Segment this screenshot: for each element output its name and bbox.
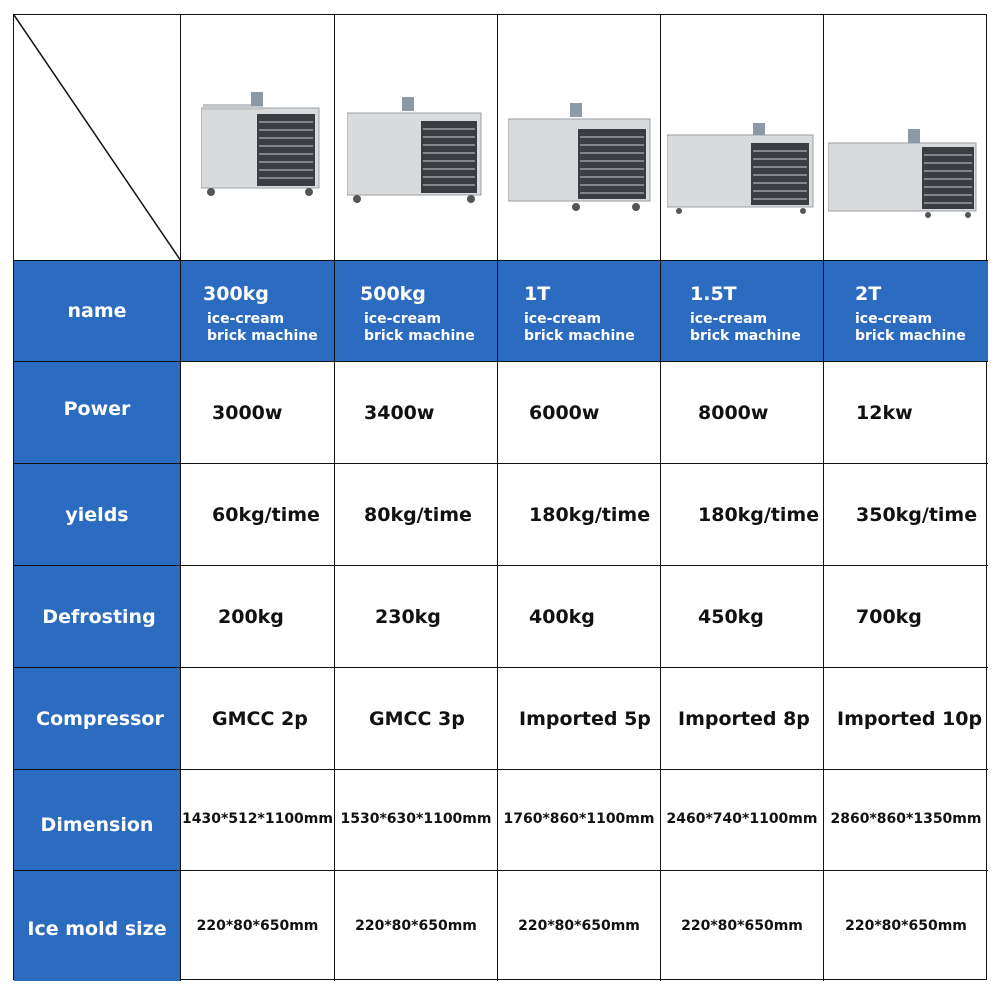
ice-brick-machine-photo <box>667 123 814 214</box>
diagonal-line <box>14 15 181 261</box>
defrosting-value: 700kg <box>824 566 988 668</box>
compressor-value: GMCC 2p <box>181 668 335 770</box>
capacity-label: 300kg <box>203 283 269 305</box>
machine-image-cell-3 <box>498 15 661 261</box>
capacity-label: 500kg <box>360 283 426 305</box>
name-cell-4: 1.5T ice-cream brick machine <box>661 261 824 362</box>
defrosting-value: 400kg <box>498 566 661 668</box>
name-cell-1: 300kg ice-cream brick machine <box>181 261 335 362</box>
yields-value: 350kg/time <box>824 464 988 566</box>
row-label-compressor: Compressor <box>14 668 181 770</box>
type-line-2: brick machine <box>855 328 966 344</box>
corner-cell <box>14 15 181 261</box>
compressor-value: Imported 8p <box>661 668 824 770</box>
power-value: 12kw <box>824 362 988 464</box>
type-line-1: ice-cream <box>855 311 933 327</box>
yields-value: 180kg/time <box>661 464 824 566</box>
ice-brick-machine-photo <box>828 129 977 218</box>
spec-table: name 300kg ice-cream brick machine 500kg… <box>13 14 988 981</box>
ice-brick-machine-photo <box>201 92 320 196</box>
dimension-value: 1530*630*1100mm <box>335 770 498 871</box>
machine-image-cell-4 <box>661 15 824 261</box>
capacity-label: 2T <box>855 283 882 305</box>
capacity-label: 1T <box>524 283 551 305</box>
type-line-2: brick machine <box>690 328 801 344</box>
row-label-defrosting: Defrosting <box>14 566 181 668</box>
ice-mold-value: 220*80*650mm <box>181 871 335 981</box>
type-line-1: ice-cream <box>524 311 602 327</box>
yields-value: 60kg/time <box>181 464 335 566</box>
dimension-value: 2460*740*1100mm <box>661 770 824 871</box>
type-line-2: brick machine <box>207 328 318 344</box>
machine-image-cell-5 <box>824 15 988 261</box>
name-cell-5: 2T ice-cream brick machine <box>824 261 988 362</box>
ice-mold-value: 220*80*650mm <box>335 871 498 981</box>
row-label-yields: yields <box>14 464 181 566</box>
power-value: 3400w <box>335 362 498 464</box>
ice-brick-machine-photo <box>508 103 651 211</box>
defrosting-value: 230kg <box>335 566 498 668</box>
capacity-label: 1.5T <box>690 283 737 305</box>
compressor-value: Imported 10p <box>824 668 988 770</box>
power-value: 3000w <box>181 362 335 464</box>
power-value: 6000w <box>498 362 661 464</box>
defrosting-value: 450kg <box>661 566 824 668</box>
dimension-value: 1430*512*1100mm <box>181 770 335 871</box>
type-line-2: brick machine <box>524 328 635 344</box>
ice-brick-machine-photo <box>347 97 482 203</box>
row-label-ice-mold-size: Ice mold size <box>14 871 181 981</box>
row-label-power: Power <box>14 362 181 464</box>
type-line-1: ice-cream <box>690 311 768 327</box>
row-label-dimension: Dimension <box>14 770 181 871</box>
power-value: 8000w <box>661 362 824 464</box>
name-cell-2: 500kg ice-cream brick machine <box>335 261 498 362</box>
row-label-name: name <box>14 261 181 362</box>
type-line-2: brick machine <box>364 328 475 344</box>
compressor-value: Imported 5p <box>498 668 661 770</box>
machine-image-cell-1 <box>181 15 335 261</box>
yields-value: 180kg/time <box>498 464 661 566</box>
name-cell-3: 1T ice-cream brick machine <box>498 261 661 362</box>
type-line-1: ice-cream <box>207 311 285 327</box>
machine-image-cell-2 <box>335 15 498 261</box>
dimension-value: 2860*860*1350mm <box>824 770 988 871</box>
compressor-value: GMCC 3p <box>335 668 498 770</box>
defrosting-value: 200kg <box>181 566 335 668</box>
ice-mold-value: 220*80*650mm <box>498 871 661 981</box>
ice-mold-value: 220*80*650mm <box>661 871 824 981</box>
yields-value: 80kg/time <box>335 464 498 566</box>
ice-mold-value: 220*80*650mm <box>845 918 967 934</box>
dimension-value: 1760*860*1100mm <box>498 770 661 871</box>
type-line-1: ice-cream <box>364 311 442 327</box>
